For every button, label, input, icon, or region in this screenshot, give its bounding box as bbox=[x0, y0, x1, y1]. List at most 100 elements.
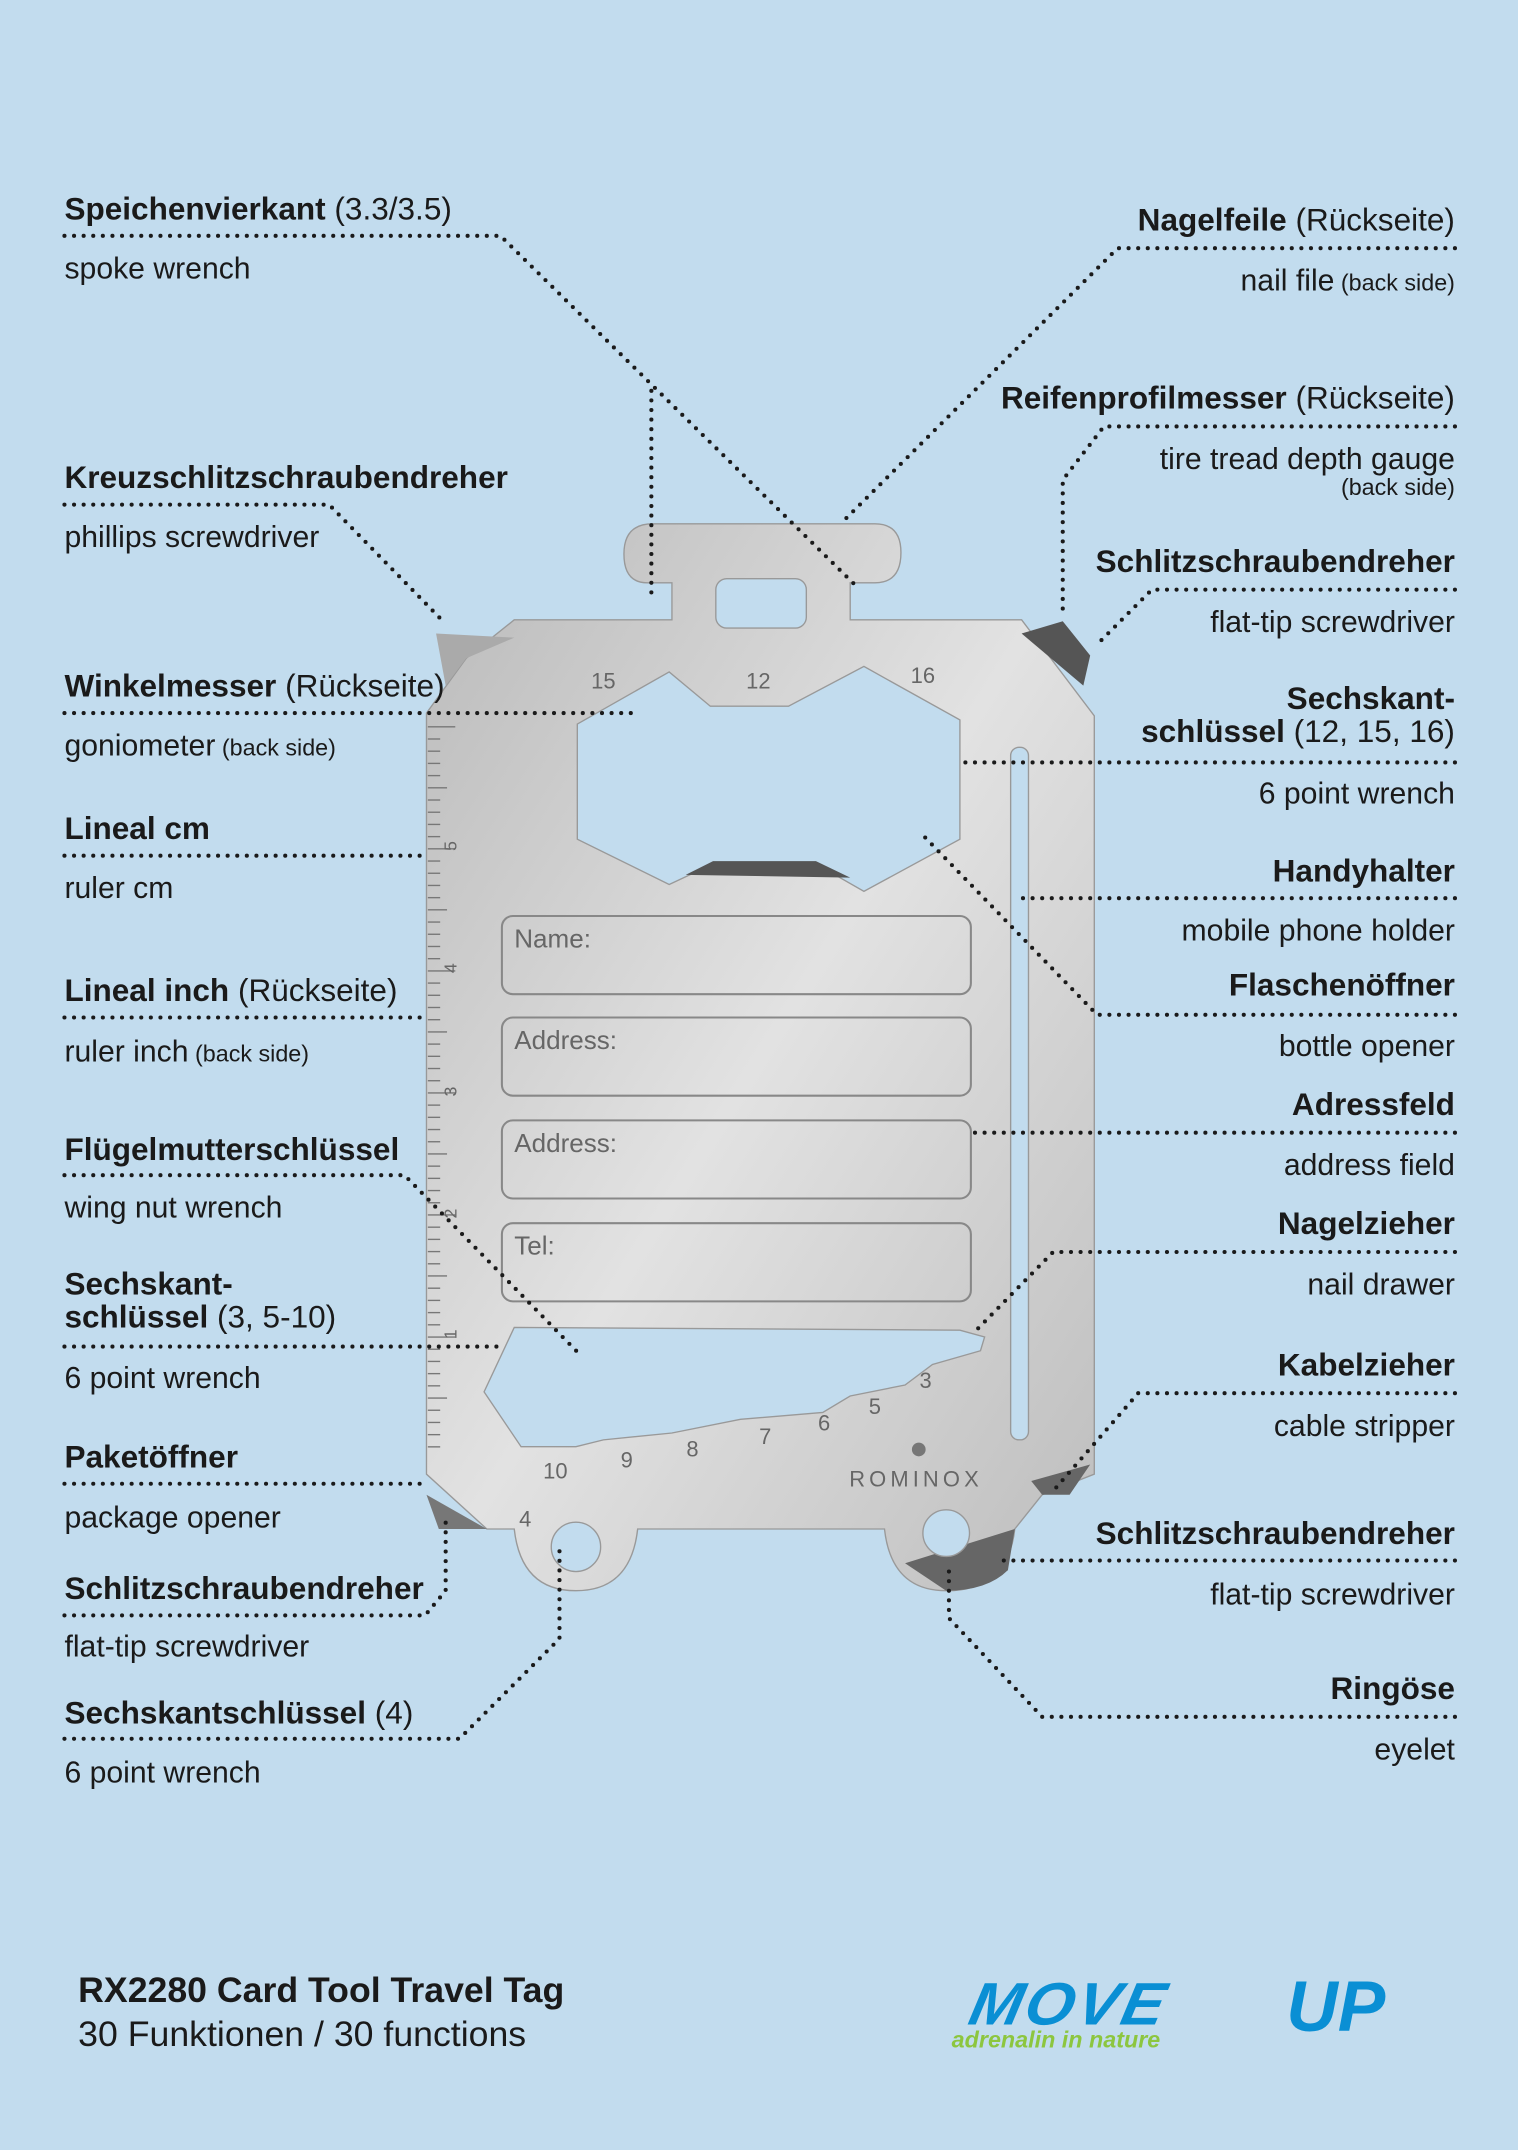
label-subtitle: address field bbox=[1284, 1148, 1455, 1184]
label-title-de: Kabelzieher bbox=[1277, 1346, 1455, 1383]
label-subtitle: nail file (back side) bbox=[1241, 263, 1455, 299]
ruler-number: 4 bbox=[441, 963, 461, 973]
left-spike bbox=[436, 633, 515, 686]
label-subtitle: goniometer (back side) bbox=[64, 728, 335, 764]
label-title: Lineal cm bbox=[64, 812, 210, 845]
label-qualifier: (4) bbox=[366, 1694, 414, 1731]
label-subtitle-en: spoke wrench bbox=[64, 250, 251, 286]
label-subtitle: eyelet bbox=[1374, 1732, 1455, 1768]
label-subtitle-en: ruler cm bbox=[64, 870, 174, 906]
leader-line bbox=[1094, 587, 1458, 647]
label-title-part: Sechskant- bbox=[64, 1265, 233, 1302]
label-qualifier: (Rückseite) bbox=[1286, 379, 1455, 416]
label-back-side-note: (back side) bbox=[1340, 474, 1455, 501]
product-name: RX2280 Card Tool Travel Tag bbox=[78, 1969, 565, 2011]
label-title-de: Paketöffner bbox=[64, 1438, 238, 1475]
label-title: Flügelmutterschlüssel bbox=[64, 1133, 399, 1166]
label-title: Paketöffner bbox=[64, 1440, 238, 1473]
label-title: Lineal inch (Rückseite) bbox=[64, 974, 397, 1007]
label-subtitle-en: wing nut wrench bbox=[64, 1190, 283, 1225]
label-title-de: Kreuzschlitzschraubendreher bbox=[64, 459, 508, 496]
label-title-de: Schlitzschraubendreher bbox=[64, 1570, 424, 1606]
label-subtitle: ruler cm bbox=[64, 871, 173, 907]
moveup-logo: MOVE UP adrenalin in nature bbox=[943, 1968, 1416, 2057]
eyelet-blade bbox=[905, 1528, 1015, 1591]
ruler-number: 3 bbox=[441, 1087, 461, 1097]
leader-line bbox=[1053, 1391, 1458, 1490]
label-title: Schlitzschraubendreher bbox=[1096, 544, 1455, 577]
leader-line bbox=[1060, 424, 1458, 620]
label-subtitle-en: bottle opener bbox=[1278, 1028, 1455, 1063]
label-subtitle: phillips screwdriver bbox=[64, 520, 319, 556]
label-title-de: schlüssel bbox=[1141, 713, 1285, 749]
wing-nut-wrench-hole bbox=[483, 1326, 986, 1448]
connector-lines bbox=[62, 233, 1458, 1741]
hex-size-number: 12 bbox=[746, 668, 770, 693]
package-opener-blade bbox=[426, 1494, 487, 1529]
label-subtitle: nail drawer bbox=[1307, 1267, 1455, 1303]
wrench-size-number: 3 bbox=[920, 1368, 932, 1393]
right-blade-top bbox=[1021, 621, 1091, 686]
label-title: Schlitzschraubendreher bbox=[1096, 1517, 1455, 1550]
label-title: Winkelmesser (Rückseite) bbox=[64, 669, 444, 702]
label-subtitle-en: flat-tip screwdriver bbox=[64, 1629, 310, 1664]
wrench-size-number: 5 bbox=[869, 1394, 881, 1419]
address-field-label: Name: bbox=[514, 924, 591, 954]
label-title-de: schlüssel bbox=[64, 1298, 209, 1335]
label-subtitle-en: nail drawer bbox=[1307, 1267, 1455, 1302]
label-title: Schlitzschraubendreher bbox=[64, 1572, 423, 1605]
label-subtitle: 6 point wrench bbox=[64, 1360, 260, 1396]
label-subtitle: ruler inch (back side) bbox=[64, 1034, 309, 1070]
wrench-size-number: 7 bbox=[759, 1424, 771, 1449]
label-title: Nagelzieher bbox=[1278, 1207, 1455, 1240]
label-title: Adressfeld bbox=[1292, 1087, 1455, 1120]
address-field-label: Tel: bbox=[514, 1231, 555, 1261]
label-title-de: Handyhalter bbox=[1272, 852, 1455, 889]
leader-line bbox=[841, 246, 1458, 524]
brand-engraving: ROMINOX bbox=[849, 1466, 983, 1491]
leader-line bbox=[62, 502, 448, 626]
wrench-size-number: 6 bbox=[818, 1410, 830, 1435]
address-field-label: Address: bbox=[514, 1025, 617, 1055]
label-subtitle: spoke wrench bbox=[64, 251, 250, 287]
leader-line bbox=[946, 1561, 1458, 1719]
address-field-box bbox=[500, 1016, 972, 1097]
label-subtitle-en: ruler inch bbox=[64, 1033, 189, 1069]
label-subtitle: package opener bbox=[64, 1500, 280, 1536]
logo-wordmark-up: UP bbox=[1286, 1967, 1386, 2048]
label-title-de: Adressfeld bbox=[1291, 1086, 1455, 1122]
label-subtitle: 6 point wrench bbox=[64, 1755, 260, 1791]
label-title: Nagelfeile (Rückseite) bbox=[1138, 203, 1455, 236]
label-subtitle-en: cable stripper bbox=[1273, 1408, 1455, 1443]
label-subtitle: flat-tip screwdriver bbox=[64, 1629, 309, 1665]
label-title: Handyhalter bbox=[1273, 854, 1455, 887]
label-title-line1: Sechskant- bbox=[64, 1267, 232, 1300]
address-field-label: Address: bbox=[514, 1128, 617, 1158]
label-title-de: Schlitzschraubendreher bbox=[1095, 543, 1455, 579]
label-subtitle: tire tread depth gauge bbox=[1160, 442, 1455, 478]
bottle-opener-lip bbox=[685, 861, 851, 878]
eyelet-hole bbox=[922, 1509, 971, 1558]
label-back-side-note: (back side) bbox=[215, 735, 336, 762]
label-subtitle: flat-tip screwdriver bbox=[1210, 1577, 1455, 1613]
wrench-size-number: 9 bbox=[621, 1447, 633, 1472]
address-field-box bbox=[500, 1222, 972, 1303]
label-subtitle-en: flat-tip screwdriver bbox=[1210, 604, 1455, 640]
label-subtitle-en: 6 point wrench bbox=[64, 1755, 261, 1790]
label-title: Speichenvierkant (3.3/3.5) bbox=[64, 192, 451, 225]
hex-size-number: 16 bbox=[911, 663, 935, 688]
hex-4-hole bbox=[550, 1521, 602, 1573]
ruler-number: 5 bbox=[441, 841, 461, 851]
label-title: schlüssel (12, 15, 16) bbox=[1141, 714, 1455, 747]
label-qualifier: (Rückseite) bbox=[276, 667, 445, 704]
label-title-de: Flaschenöffner bbox=[1228, 966, 1455, 1003]
phone-holder-slot bbox=[1009, 746, 1030, 1441]
label-qualifier: (12, 15, 16) bbox=[1284, 713, 1455, 749]
label-title-de: Winkelmesser bbox=[64, 667, 277, 704]
leader-line bbox=[62, 1520, 448, 1618]
label-subtitle-en: package opener bbox=[64, 1500, 281, 1535]
label-qualifier: (Rückseite) bbox=[1286, 201, 1455, 238]
